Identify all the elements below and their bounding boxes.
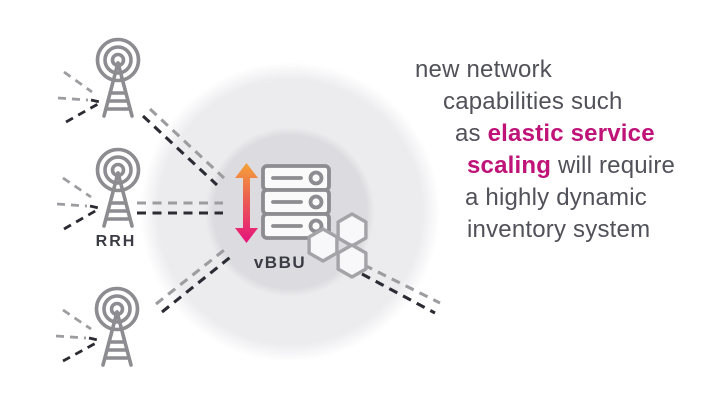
caption-highlight: elastic service [487, 120, 655, 147]
dashed-link-middle [137, 201, 223, 215]
dashed-link-bottom [155, 245, 234, 314]
caption-highlight: scaling [467, 152, 552, 179]
hexagon-cluster-icon [307, 212, 368, 279]
vertical-scaling-arrow-icon [235, 163, 258, 243]
antenna-icon-bottom [94, 286, 140, 367]
caption-text: new network capabilities such as elastic… [410, 54, 700, 246]
caption-line: inventory system [467, 216, 651, 243]
caption-line: scaling will require [467, 150, 700, 182]
radio-signal-waves-bottom [55, 308, 99, 363]
vbbu-label: vBBU [253, 253, 307, 272]
radio-signal-waves-middle [56, 176, 100, 231]
server-rack-icon [261, 164, 331, 240]
caption-line: as elastic service [455, 118, 700, 150]
antenna-icon-middle [95, 147, 141, 228]
antenna-icon-top [95, 37, 141, 118]
dashed-link-egress [361, 263, 441, 315]
caption-line: a highly dynamic [465, 184, 647, 211]
caption-line: new network [415, 56, 552, 83]
caption-line: capabilities such [443, 88, 623, 115]
dashed-link-top [141, 107, 226, 187]
caption-segment: will require [551, 152, 676, 179]
rrh-label: RRH [95, 233, 137, 250]
radio-signal-waves-top [57, 70, 101, 124]
caption-segment: as [455, 120, 488, 147]
